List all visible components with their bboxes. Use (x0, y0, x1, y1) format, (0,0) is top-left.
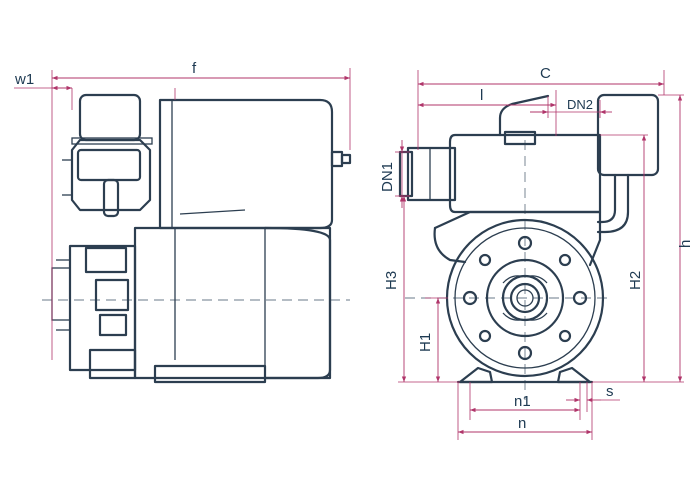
dimension-w1: w1 (14, 70, 73, 360)
label-H2: H2 (627, 271, 644, 290)
side-view (42, 93, 352, 384)
dimension-s: s (566, 382, 620, 412)
dimension-H3: H3 (383, 195, 460, 383)
label-DN2: DN2 (567, 97, 593, 112)
label-l: l (480, 87, 483, 104)
dimension-h: h (648, 94, 694, 383)
dimension-DN2: DN2 (530, 96, 612, 118)
label-h: h (677, 240, 694, 248)
label-n: n (518, 415, 526, 432)
label-w1: w1 (14, 71, 34, 88)
dimension-H1: H1 (417, 297, 448, 382)
dimension-l: l (418, 87, 557, 136)
label-s: s (606, 383, 614, 400)
label-f: f (192, 60, 197, 77)
dimension-H2: H2 (592, 134, 648, 383)
dimension-f: f (52, 60, 351, 150)
label-H1: H1 (417, 333, 434, 352)
label-H3: H3 (383, 271, 400, 290)
dimension-n: n (457, 382, 593, 440)
front-view (398, 93, 660, 400)
dimension-C: C (417, 65, 665, 150)
label-DN1: DN1 (379, 162, 396, 192)
dimension-n1: n1 (469, 382, 581, 420)
label-C: C (540, 65, 551, 82)
dimension-DN1: DN1 (379, 140, 410, 208)
label-n1: n1 (514, 393, 531, 410)
